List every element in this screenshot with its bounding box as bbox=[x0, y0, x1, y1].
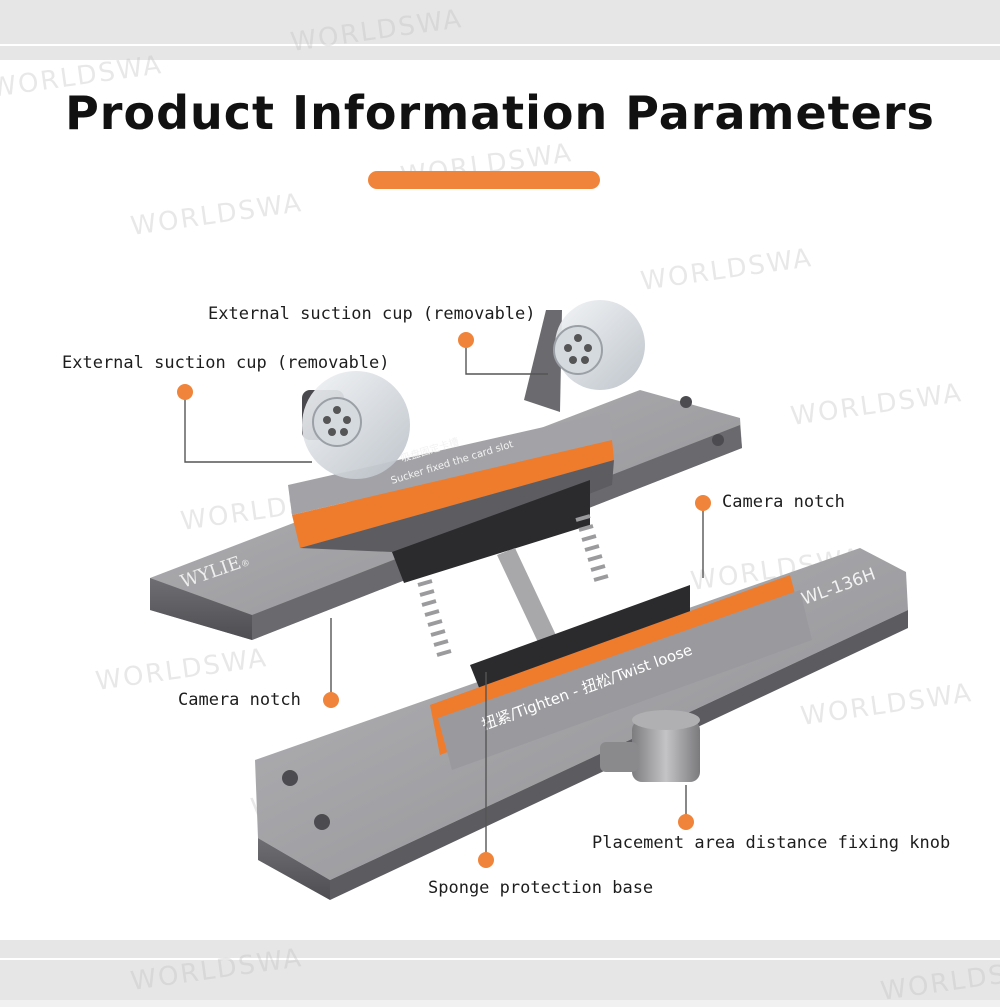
sponge-strip bbox=[292, 440, 614, 548]
fixing-knob bbox=[600, 710, 700, 782]
callout-suction-cup-right: External suction cup (removable) bbox=[208, 304, 536, 324]
bottom-frame-line bbox=[0, 958, 1000, 960]
title-underline-bar bbox=[368, 171, 600, 189]
callout-suction-cup-left: External suction cup (removable) bbox=[62, 353, 390, 373]
suction-cup-left bbox=[302, 371, 410, 479]
spring-left bbox=[417, 579, 452, 657]
callout-knob: Placement area distance fixing knob bbox=[592, 833, 951, 853]
bottom-frame-band bbox=[0, 940, 1000, 1000]
page-title: Product Information Parameters bbox=[65, 86, 935, 140]
top-frame-band bbox=[0, 0, 1000, 60]
front-jaw bbox=[430, 575, 812, 770]
callout-camera-notch-right: Camera notch bbox=[722, 492, 845, 512]
spring-right bbox=[575, 514, 609, 582]
back-jaw bbox=[288, 412, 614, 583]
callout-dots bbox=[177, 332, 711, 868]
top-frame-line bbox=[0, 44, 1000, 46]
callout-sponge-base: Sponge protection base bbox=[428, 878, 654, 898]
callout-camera-notch-left: Camera notch bbox=[178, 690, 301, 710]
suction-cup-right bbox=[524, 300, 645, 412]
